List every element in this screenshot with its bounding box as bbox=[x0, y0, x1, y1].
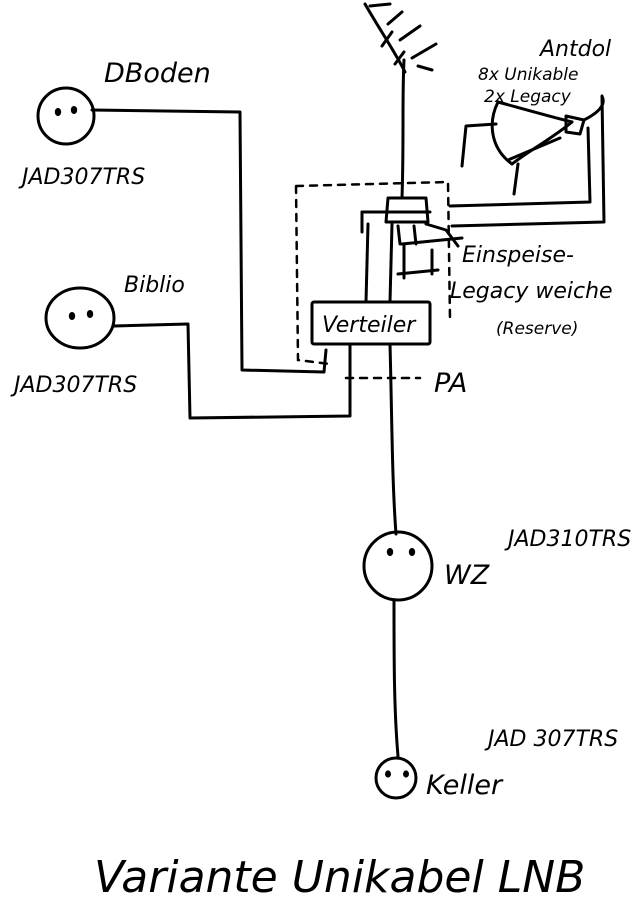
pa-enclosure bbox=[294, 180, 452, 380]
outlet-dboden-room: DBoden bbox=[104, 58, 211, 89]
feed-to-splitter-cable-2 bbox=[388, 222, 394, 304]
satellite-dish-icon bbox=[460, 100, 586, 196]
cable-wz-keller bbox=[392, 598, 400, 758]
outlet-keller-model: JAD 307TRS bbox=[484, 727, 618, 752]
cable-biblio bbox=[112, 322, 352, 420]
outlet-wz-model: JAD310TRS bbox=[504, 527, 631, 552]
outlet-dboden-model: JAD307TRS bbox=[18, 165, 145, 190]
outlet-wz-room: WZ bbox=[444, 560, 490, 591]
outlet-dboden-icon bbox=[36, 86, 96, 146]
outlet-biblio-icon bbox=[44, 286, 116, 350]
dish-note-line1: 8x Unikable bbox=[478, 65, 578, 85]
cable-splitter-wz bbox=[388, 342, 398, 536]
outlet-biblio-room: Biblio bbox=[124, 273, 185, 298]
feed-label-line3: (Reserve) bbox=[496, 319, 578, 339]
lnb-cable-2 bbox=[448, 126, 592, 208]
feed-to-splitter-cable bbox=[364, 222, 370, 304]
splitter-box bbox=[310, 300, 432, 346]
antenna-cable bbox=[400, 58, 406, 200]
dish-label: Antdol bbox=[538, 37, 611, 62]
splitter-label: Verteiler bbox=[322, 313, 417, 338]
terrestrial-antenna-icon bbox=[363, 2, 438, 74]
feed-label-line2: Legacy weiche bbox=[450, 279, 613, 304]
outlet-wz-icon bbox=[362, 530, 434, 602]
dish-note-line2: 2x Legacy bbox=[484, 87, 572, 107]
outlet-keller-icon bbox=[374, 756, 418, 800]
feed-label-line1: Einspeise- bbox=[462, 243, 574, 268]
outlet-keller-room: Keller bbox=[426, 770, 504, 801]
pa-label: PA bbox=[434, 368, 467, 399]
lnb-cable-1 bbox=[450, 94, 606, 228]
outlet-biblio-model: JAD307TRS bbox=[10, 373, 137, 398]
feed-multiswitch bbox=[360, 196, 464, 280]
diagram-title: Variante Unikabel LNB bbox=[94, 852, 585, 903]
cable-dboden bbox=[90, 108, 328, 374]
